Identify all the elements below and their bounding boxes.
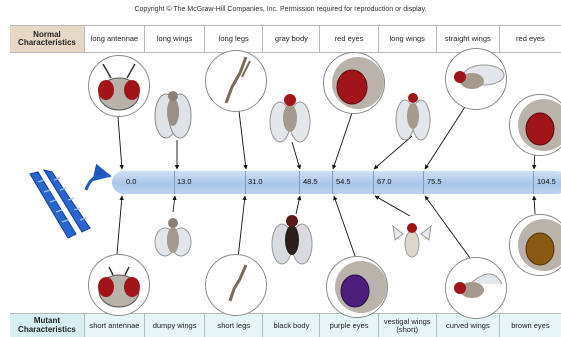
chromosome-pair-icon — [24, 168, 94, 248]
long-legs-icon — [205, 50, 267, 112]
connector-line — [117, 196, 122, 254]
connector-line — [238, 196, 245, 258]
short-antennae-head-icon — [88, 254, 150, 316]
connector-line — [173, 196, 175, 212]
black-body-fly-icon — [267, 210, 317, 268]
short-legs-icon — [205, 254, 267, 316]
straight-wings-icon — [445, 48, 507, 110]
connector-line — [334, 196, 355, 256]
connector-line — [375, 196, 410, 216]
purple-eyes-icon — [326, 256, 388, 318]
vestigial-wings-fly-icon — [389, 216, 435, 266]
curved-wings-icon — [445, 257, 507, 319]
connector-line — [292, 142, 300, 169]
long-wings-fly-icon — [148, 86, 198, 141]
connector-line — [534, 196, 535, 214]
long-antennae-head-icon — [88, 55, 150, 117]
long-wings-fly-icon — [388, 88, 438, 143]
connector-line — [333, 113, 352, 169]
gray-body-fly-icon — [265, 90, 315, 145]
dumpy-wings-fly-icon — [148, 212, 198, 262]
red-eyes-icon — [323, 52, 385, 114]
connector-line — [238, 103, 246, 169]
